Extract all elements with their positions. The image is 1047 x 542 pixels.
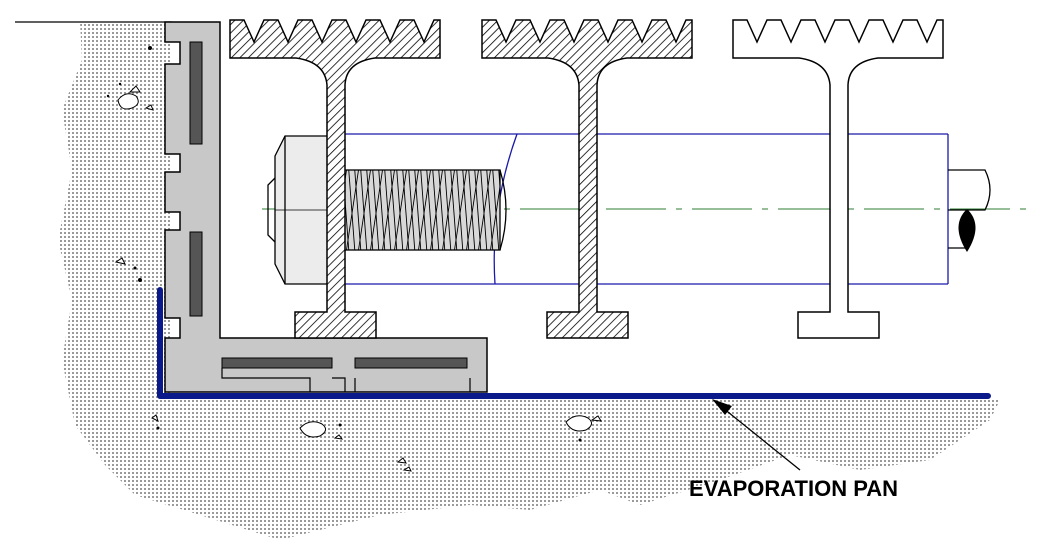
rod-end: [948, 169, 991, 211]
bracket-channel-left: [221, 357, 333, 369]
callout-leader: [712, 399, 801, 471]
grating-bar-3: [732, 19, 944, 339]
rod-break-icon: [958, 209, 976, 252]
arrow-head-icon: [712, 399, 732, 415]
bracket-slot-lower: [189, 231, 203, 317]
concrete-mass: [58, 22, 1000, 540]
bracket-slot-upper: [189, 41, 203, 145]
aggregate-specks: [106, 46, 582, 442]
evaporation-pan: [157, 287, 991, 399]
evaporation-pan-label: EVAPORATION PAN: [689, 476, 898, 501]
grating-bar-2: [481, 19, 693, 339]
bolt-thread-end: [499, 169, 507, 251]
aggregate-pebbles: [114, 85, 602, 472]
bracket-channel-right: [354, 357, 468, 369]
bolt-thread: [329, 169, 501, 251]
grating-bar-1: [229, 19, 441, 339]
bracket-channel-lips: [221, 368, 471, 392]
